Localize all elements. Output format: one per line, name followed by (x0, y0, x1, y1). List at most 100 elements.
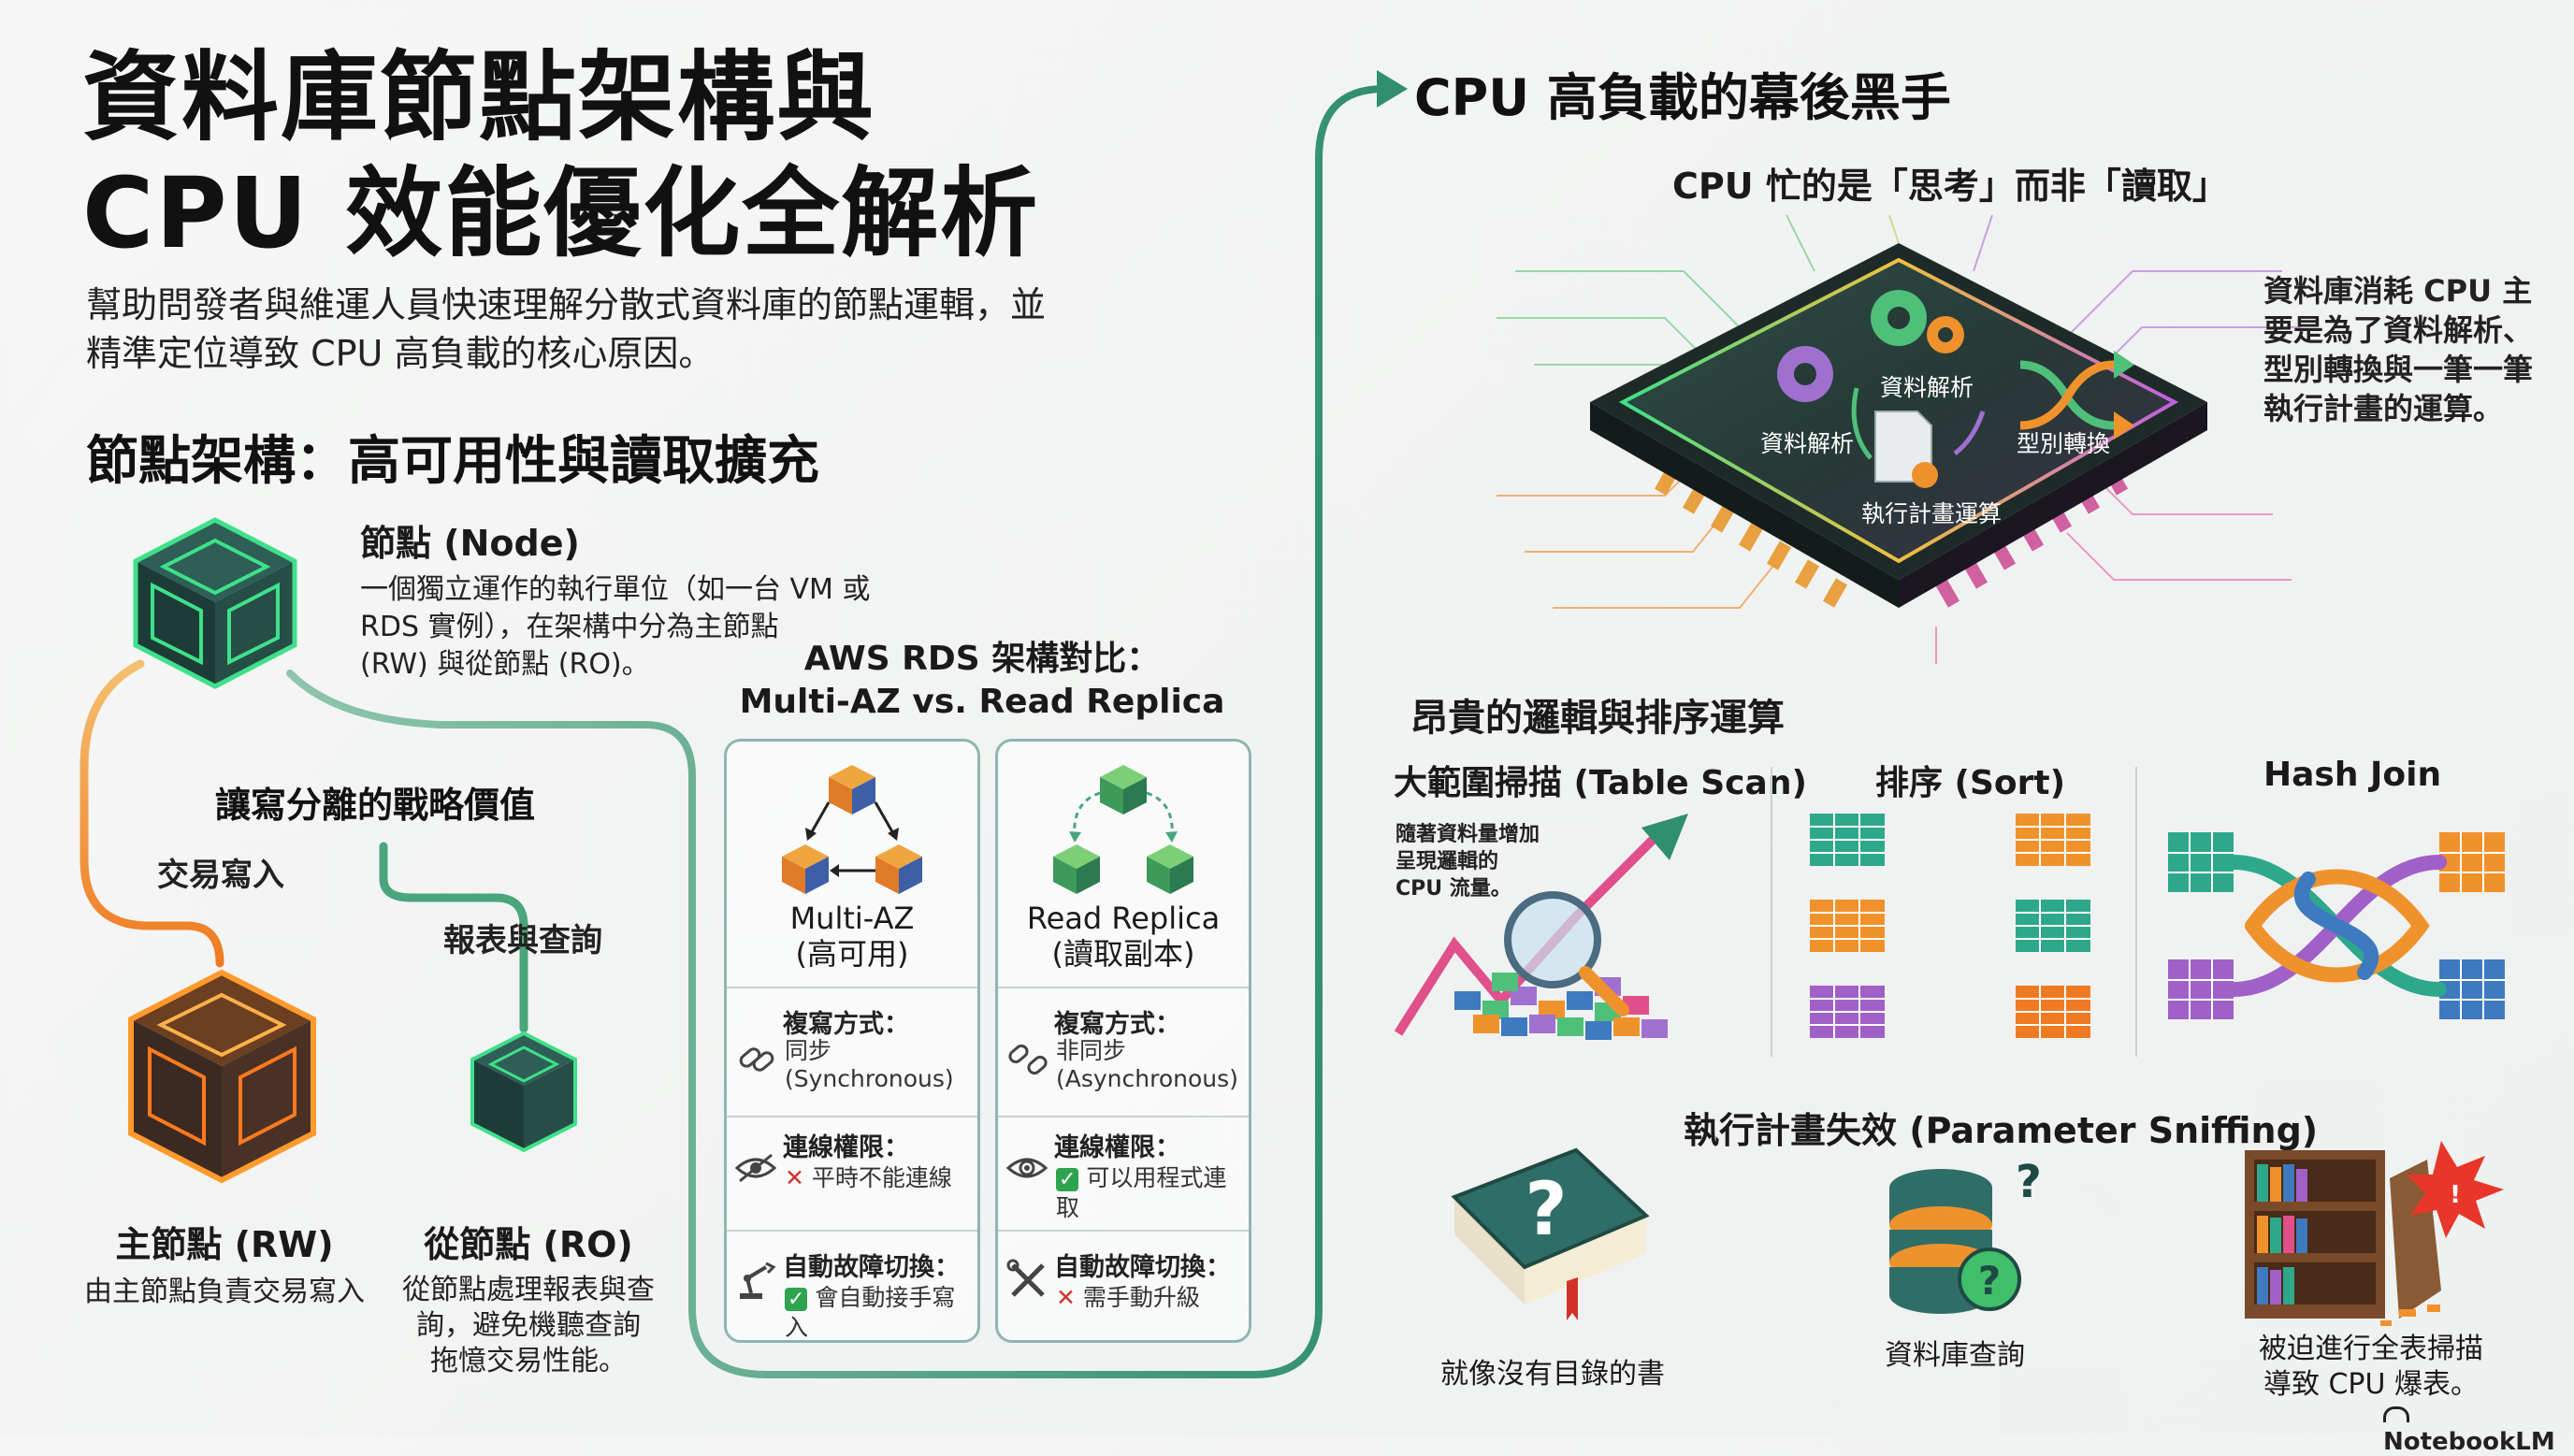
hash-join-illustration (2168, 832, 2505, 1019)
page-subtitle: 幫助問發者與維運人員快速理解分散式資料庫的節點運輯，並 精準定位導致 CPU 高… (86, 281, 1046, 378)
gear-icon (1777, 290, 1964, 402)
notebooklm-logo-icon (2383, 1406, 2409, 1422)
multi-az-card: Multi-AZ (高可用) 複寫方式： 同步 (Synchronous) 連線… (724, 739, 980, 1343)
hash-join-label: Hash Join (2263, 756, 2442, 794)
replica-node-caption: 從節點 (RO) 從節點處理報表與查 詢，避免機聽查詢 拖憶交易性能。 (393, 1216, 664, 1379)
multi-az-failover-label: 自動故障切換： (783, 1253, 960, 1282)
table-scan-label: 大範圍掃描 (Table Scan) (1394, 764, 1807, 802)
svg-text:!: ! (2450, 1181, 2461, 1209)
primary-node-caption: 主節點 (RW) 由主節點負責交易寫入 (75, 1216, 374, 1312)
chip-label-parse-left: 資料解析 (1760, 430, 1855, 457)
write-path-label: 交易寫入 (157, 857, 284, 894)
cpu-note-1: 資料庫消耗 CPU 主 (2263, 273, 2533, 309)
page-title: 資料庫節點架構與 CPU 效能優化全解析 (82, 39, 1039, 271)
ro-desc-1: 從節點處理報表與查 (402, 1274, 655, 1306)
expensive-ops-title: 昂貴的邏輯與排序運算 (1410, 697, 1785, 740)
cpu-note-2: 要是為了資料解析、 (2263, 312, 2534, 348)
sort-label: 排序 (Sort) (1875, 764, 2066, 802)
rw-title: 主節點 (RW) (115, 1224, 334, 1265)
svg-text:?: ? (1978, 1258, 2001, 1304)
aws-title-1: AWS RDS 架構對比： (803, 640, 1161, 678)
read-replica-cubes-icon (1053, 765, 1193, 894)
multi-az-failover-value: ✓ 會自動接手寫入 (785, 1284, 956, 1341)
read-replica-card: Read Replica (讀取副本) 複寫方式： 非同步 (Asynchron… (995, 739, 1251, 1343)
book-question-icon: ? (1451, 1147, 1650, 1320)
strategy-title: 讓寫分離的戰略價值 (215, 785, 536, 826)
rw-desc: 由主節點負責交易寫入 (84, 1276, 365, 1308)
divider-2 (2135, 767, 2137, 1057)
read-replica-failover-value: ✕ 需手動升級 (1056, 1284, 1200, 1311)
table-scan-note-2: 呈現邏輯的 (1395, 850, 1499, 873)
node-title: 節點 (Node) (360, 523, 580, 564)
replica-node-ro-icon (470, 1031, 577, 1153)
chip-label-convert: 型別轉換 (2017, 430, 2111, 457)
read-replica-conn-label: 連線權限： (1054, 1133, 1180, 1162)
robot-arm-icon (740, 1261, 776, 1299)
multi-az-copy-val-2: (Synchronous) (785, 1065, 954, 1092)
table-scan-illustration (1394, 814, 1688, 1040)
ro-title: 從節點 (RO) (424, 1224, 633, 1265)
multi-az-conn-value: ✕ 平時不能連線 (785, 1164, 952, 1191)
shelf-caption-2: 導致 CPU 爆表。 (2263, 1368, 2480, 1401)
table-scan-note: 隨著資料量增加 呈現邏輯的 CPU 流量。 (1395, 821, 1540, 902)
brand-footer: NotebookLM (2383, 1400, 2574, 1456)
node-cube-icon (133, 517, 297, 689)
brand-name: NotebookLM (2383, 1428, 2555, 1456)
chip-label-plan: 執行計畫運算 (1861, 500, 2003, 527)
read-path-label: 報表與查詢 (443, 922, 602, 959)
subtitle-line-2: 精準定位導致 CPU 高負載的核心原因。 (86, 333, 715, 374)
sniffing-title: 執行計畫失效 (Parameter Sniffing) (1684, 1110, 2319, 1151)
chip-label-parse-top: 資料解析 (1880, 374, 1974, 401)
read-replica-name-text: Read Replica (1026, 901, 1221, 936)
node-architecture-title: 節點架構：高可用性與讀取擴充 (86, 431, 819, 492)
read-replica-failover-label: 自動故障切換： (1054, 1253, 1231, 1282)
multi-az-failover-val: 會自動接手寫入 (785, 1284, 956, 1341)
shelf-caption-1: 被迫進行全表掃描 (2259, 1333, 2483, 1365)
cpu-chip-illustration (1497, 214, 2301, 664)
multi-az-copy-value: 同步 (Synchronous) (785, 1037, 954, 1093)
node-desc-3: (RW) 與從節點 (RO)。 (360, 648, 650, 681)
subtitle-line-1: 幫助問發者與維運人員快速理解分散式資料庫的節點運輯，並 (86, 284, 1047, 325)
cpu-note-3: 型別轉換與一筆一筆 (2263, 352, 2534, 387)
multi-az-copy-label: 複寫方式： (783, 1010, 909, 1039)
read-replica-sub: (讀取副本) (1051, 936, 1195, 972)
cpu-section-title: CPU 高負載的幕後黑手 (1414, 68, 1951, 127)
multi-az-conn-label: 連線權限： (783, 1133, 909, 1162)
exploding-bookshelf-icon: ! (2245, 1141, 2504, 1326)
svg-text:?: ? (1525, 1168, 1567, 1252)
read-replica-copy-value: 非同步 (Asynchronous) (1056, 1037, 1238, 1093)
read-replica-copy-label: 複寫方式： (1054, 1010, 1180, 1039)
read-replica-name: Read Replica (讀取副本) (998, 901, 1249, 972)
wrench-screwdriver-icon (1006, 1259, 1045, 1297)
eye-icon (1005, 1158, 1048, 1178)
svg-text:?: ? (2016, 1156, 2042, 1208)
cpu-subtitle: CPU 忙的是「思考」而非「讀取」 (1672, 166, 2228, 207)
node-description: 節點 (Node) 一個獨立運作的執行單位（如一台 VM 或 RDS 實例），在… (360, 514, 870, 684)
cpu-note: 資料庫消耗 CPU 主 要是為了資料解析、 型別轉換與一筆一筆 執行計畫的運算。 (2263, 271, 2533, 428)
multi-az-cubes-icon (782, 765, 922, 894)
node-desc-1: 一個獨立運作的執行單位（如一台 VM 或 (360, 573, 871, 606)
title-line-1: 資料庫節點架構與 (82, 40, 876, 154)
multi-az-conn-val: 平時不能連線 (811, 1164, 952, 1191)
multi-az-name: Multi-AZ (高可用) (727, 901, 977, 972)
ro-desc-2: 詢，避免機聽查詢 (416, 1309, 641, 1342)
sort-grids-illustration (1810, 814, 2090, 1038)
read-replica-copy-val-2: (Asynchronous) (1056, 1065, 1238, 1092)
multi-az-copy-val-1: 同步 (785, 1037, 832, 1064)
divider-1 (1771, 767, 1772, 1057)
read-replica-copy-val-1: 非同步 (1056, 1037, 1127, 1064)
broken-chain-icon (1008, 1044, 1048, 1075)
eye-slash-icon (734, 1153, 777, 1183)
aws-title: AWS RDS 架構對比： Multi-AZ vs. Read Replica (711, 638, 1253, 724)
read-replica-conn-value: ✓ 可以用程式連取 (1056, 1164, 1227, 1221)
multi-az-sub: (高可用) (795, 936, 909, 972)
aws-title-2: Multi-AZ vs. Read Replica (739, 683, 1225, 721)
shelf-caption: 被迫進行全表掃描 導致 CPU 爆表。 (2235, 1332, 2507, 1403)
book-caption: 就像沒有目錄的書 (1440, 1358, 1665, 1391)
table-scan-note-3: CPU 流量。 (1395, 877, 1511, 901)
ro-desc-3: 拖憶交易性能。 (430, 1345, 627, 1377)
node-desc-2: RDS 實例），在架構中分為主節點 (360, 611, 779, 643)
database-query-icon: ? ? (1889, 1156, 2042, 1314)
db-caption: 資料庫查詢 (1885, 1339, 2025, 1372)
